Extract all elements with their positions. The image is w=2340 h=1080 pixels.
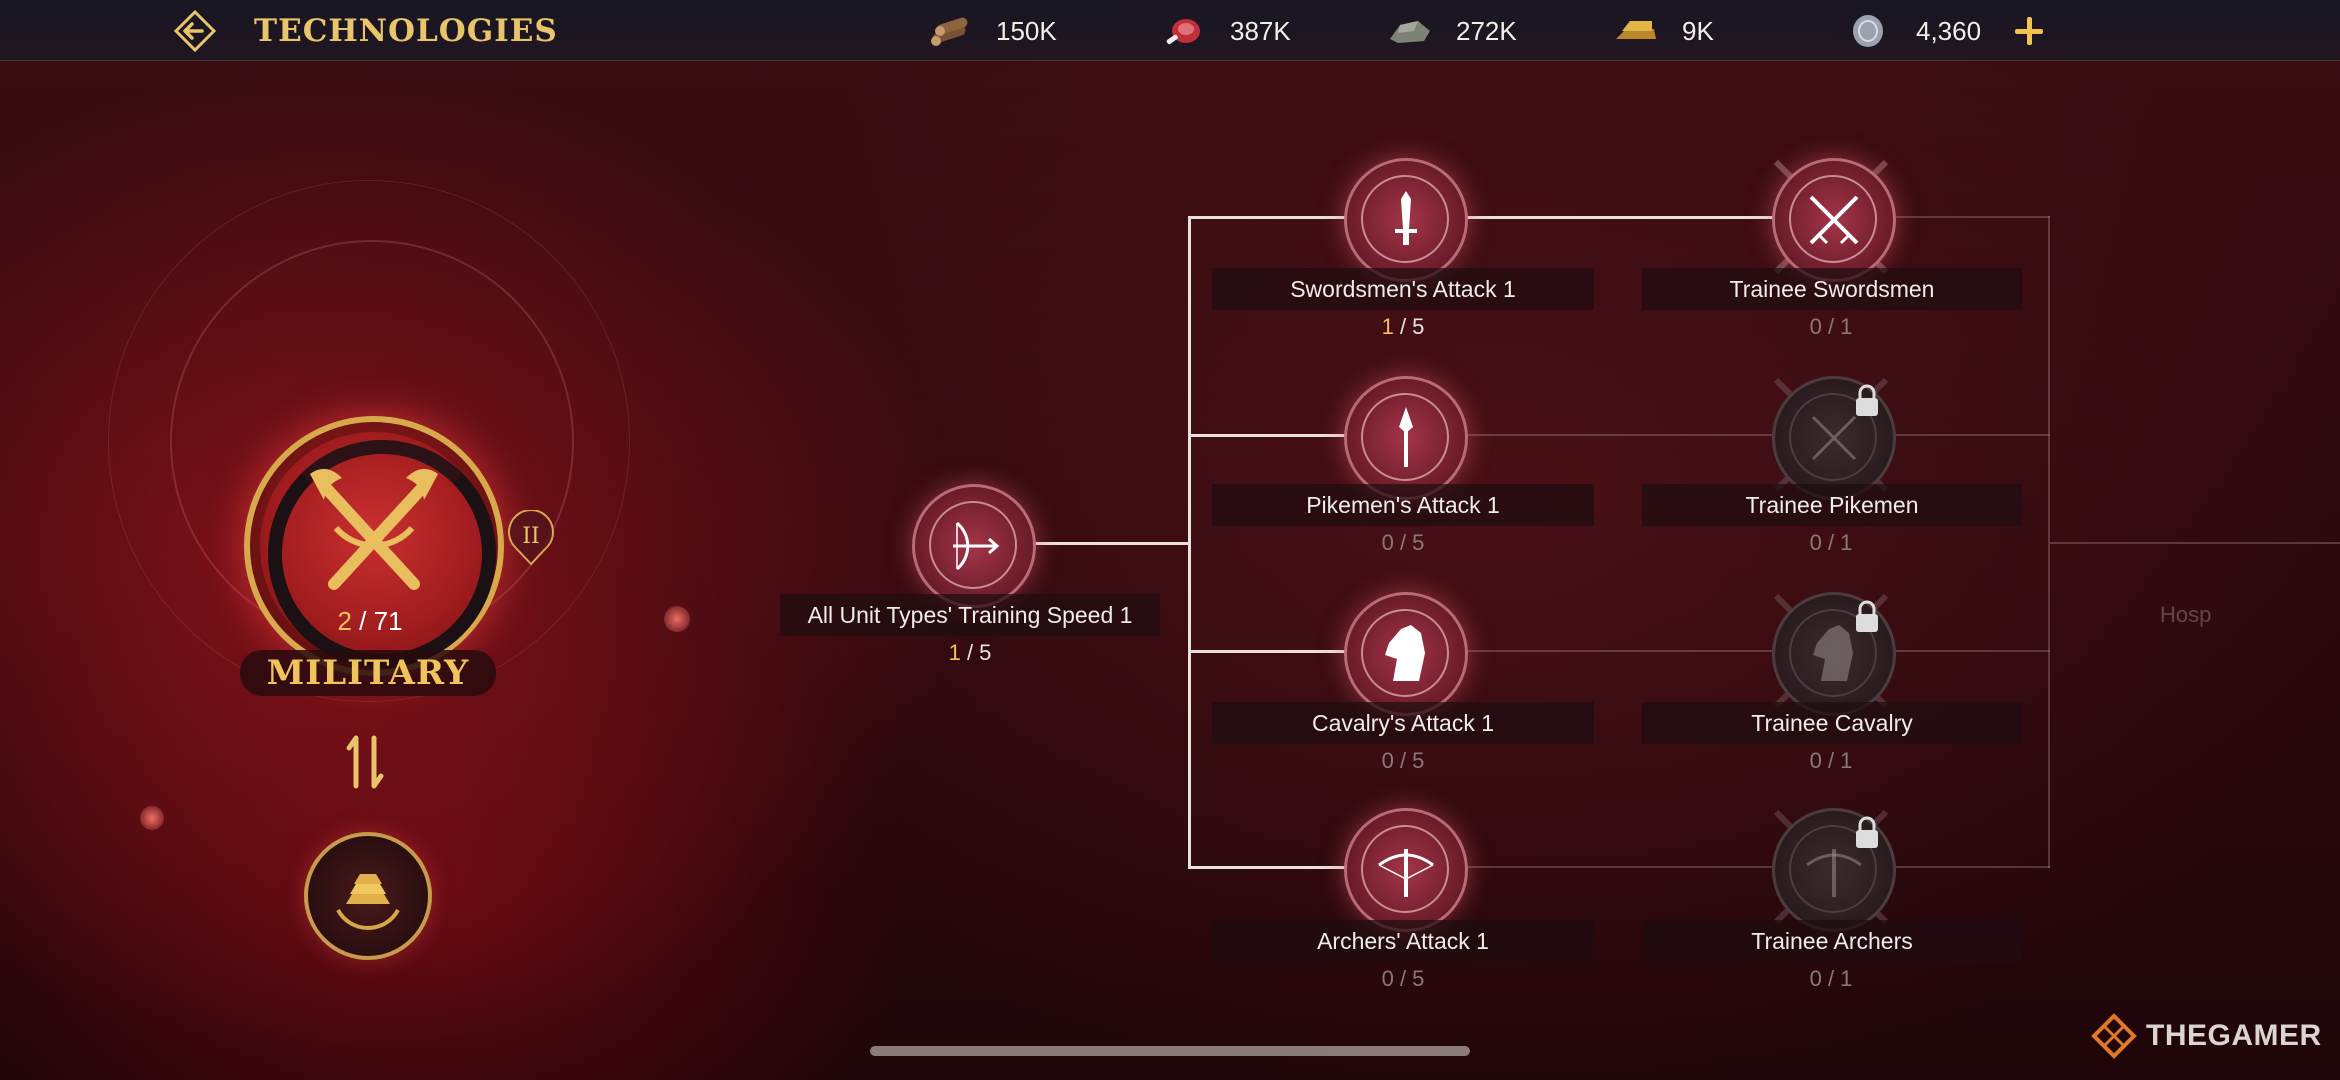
top-bar: TECHNOLOGIES 150K 387K 272K 9K [0, 0, 2340, 61]
tech-node-cavalry-attack[interactable] [1344, 592, 1468, 716]
tech-label: Trainee Cavalry [1642, 702, 2022, 744]
tech-progress: 0 / 5 [1381, 966, 1425, 991]
lock-icon [1856, 816, 1878, 848]
gold-bar-icon [1616, 21, 1656, 39]
tier-label: II [522, 524, 539, 549]
connector [1030, 542, 1190, 545]
spear-icon [1399, 407, 1413, 467]
tech-progress: 0 / 1 [1809, 748, 1853, 773]
tech-label: Cavalry's Attack 1 [1212, 702, 1594, 744]
wood-value: 150K [996, 15, 1057, 46]
connector [1188, 650, 1350, 653]
tech-progress: 0 / 1 [1809, 314, 1853, 339]
crossbow-icon [1378, 849, 1434, 897]
economy-category-button[interactable] [304, 832, 432, 960]
connector [2048, 216, 2050, 868]
meat-icon [1166, 19, 1200, 45]
back-arrow-icon [173, 9, 217, 53]
connector [1188, 434, 1350, 437]
sword-icon [1395, 191, 1417, 245]
connector [1888, 866, 2050, 868]
military-progress-total: / 71 [359, 606, 403, 636]
gold-value: 9K [1682, 15, 1714, 46]
tech-node-trainee-swordsmen[interactable] [1772, 158, 1896, 282]
tech-progress: 1 / 5 [1381, 314, 1425, 339]
back-button[interactable] [172, 8, 218, 54]
stone-value: 272K [1456, 15, 1517, 46]
connector [1460, 866, 1780, 868]
connector [1460, 650, 1780, 652]
connector [2050, 542, 2340, 544]
tech-node-swordsmen-attack[interactable] [1344, 158, 1468, 282]
crossed-spears-icon [1811, 415, 1857, 461]
decorative-ring-outer [108, 180, 630, 702]
connector [1460, 216, 1780, 219]
resource-stone[interactable]: 272K [1386, 12, 1517, 50]
connector [1888, 216, 2050, 218]
tech-node-trainee-archers[interactable] [1772, 808, 1896, 932]
home-indicator[interactable] [870, 1046, 1470, 1056]
stone-icon [1390, 21, 1430, 43]
bow-sword-icon [953, 521, 1000, 571]
offscreen-tech-label: Hosp [2160, 602, 2212, 627]
military-progress-current: 2 [337, 606, 352, 636]
wood-logs-icon [931, 17, 968, 46]
crossed-axes-icon [310, 468, 438, 590]
glow-dot [664, 606, 690, 632]
tech-progress: 1 / 5 [948, 640, 992, 665]
connector [1888, 650, 2050, 652]
tech-progress: 0 / 5 [1381, 748, 1425, 773]
glow-dot [140, 806, 164, 830]
tech-label: Swordsmen's Attack 1 [1212, 268, 1594, 310]
tech-label: Archers' Attack 1 [1212, 920, 1594, 962]
food-value: 387K [1230, 15, 1291, 46]
connector [1888, 434, 2050, 436]
horse-head-icon [1813, 625, 1853, 681]
page-title: TECHNOLOGIES [254, 13, 558, 49]
resource-wood[interactable]: 150K [926, 12, 1057, 50]
silver-coin-icon [1853, 15, 1883, 47]
connector [1188, 216, 1350, 219]
tech-progress: 0 / 5 [1381, 530, 1425, 555]
add-currency-button[interactable] [2012, 14, 2046, 48]
tech-label: Pikemen's Attack 1 [1212, 484, 1594, 526]
tech-label: All Unit Types' Training Speed 1 [780, 594, 1160, 636]
lock-icon [1856, 600, 1878, 632]
tech-progress: 0 / 1 [1809, 530, 1853, 555]
tech-node-pikemen-attack[interactable] [1344, 376, 1468, 500]
category-label: MILITARY [240, 650, 496, 696]
connector [1460, 434, 1780, 436]
military-progress: 2 / 71 [300, 606, 440, 637]
resource-silver[interactable]: 4,360 [1846, 12, 1981, 50]
horse-head-icon [1385, 625, 1425, 681]
tech-node-training-speed[interactable] [912, 484, 1036, 608]
tech-progress: 0 / 1 [1809, 966, 1853, 991]
silver-value: 4,360 [1916, 15, 1982, 46]
crossbow-icon [1806, 849, 1862, 897]
tech-node-archers-attack[interactable] [1344, 808, 1468, 932]
connector [1188, 216, 1191, 868]
thegamer-logo-icon [2091, 1013, 2137, 1059]
tier-marker[interactable]: II [506, 509, 556, 566]
tech-label: Trainee Archers [1642, 920, 2022, 962]
tech-label: Trainee Pikemen [1642, 484, 2022, 526]
watermark: THEGAMER [2090, 1012, 2322, 1060]
connector [1188, 866, 1350, 869]
resource-gold[interactable]: 9K [1612, 12, 1714, 50]
watermark-text: THEGAMER [2146, 1019, 2322, 1052]
gold-bars-laurel-icon [336, 874, 400, 930]
resource-food[interactable]: 387K [1160, 12, 1291, 50]
tech-label: Trainee Swordsmen [1642, 268, 2022, 310]
lock-icon [1856, 384, 1878, 416]
switch-category-icon[interactable] [346, 730, 384, 794]
crossed-swords-icon [1809, 195, 1859, 245]
military-category-badge[interactable] [244, 416, 504, 676]
